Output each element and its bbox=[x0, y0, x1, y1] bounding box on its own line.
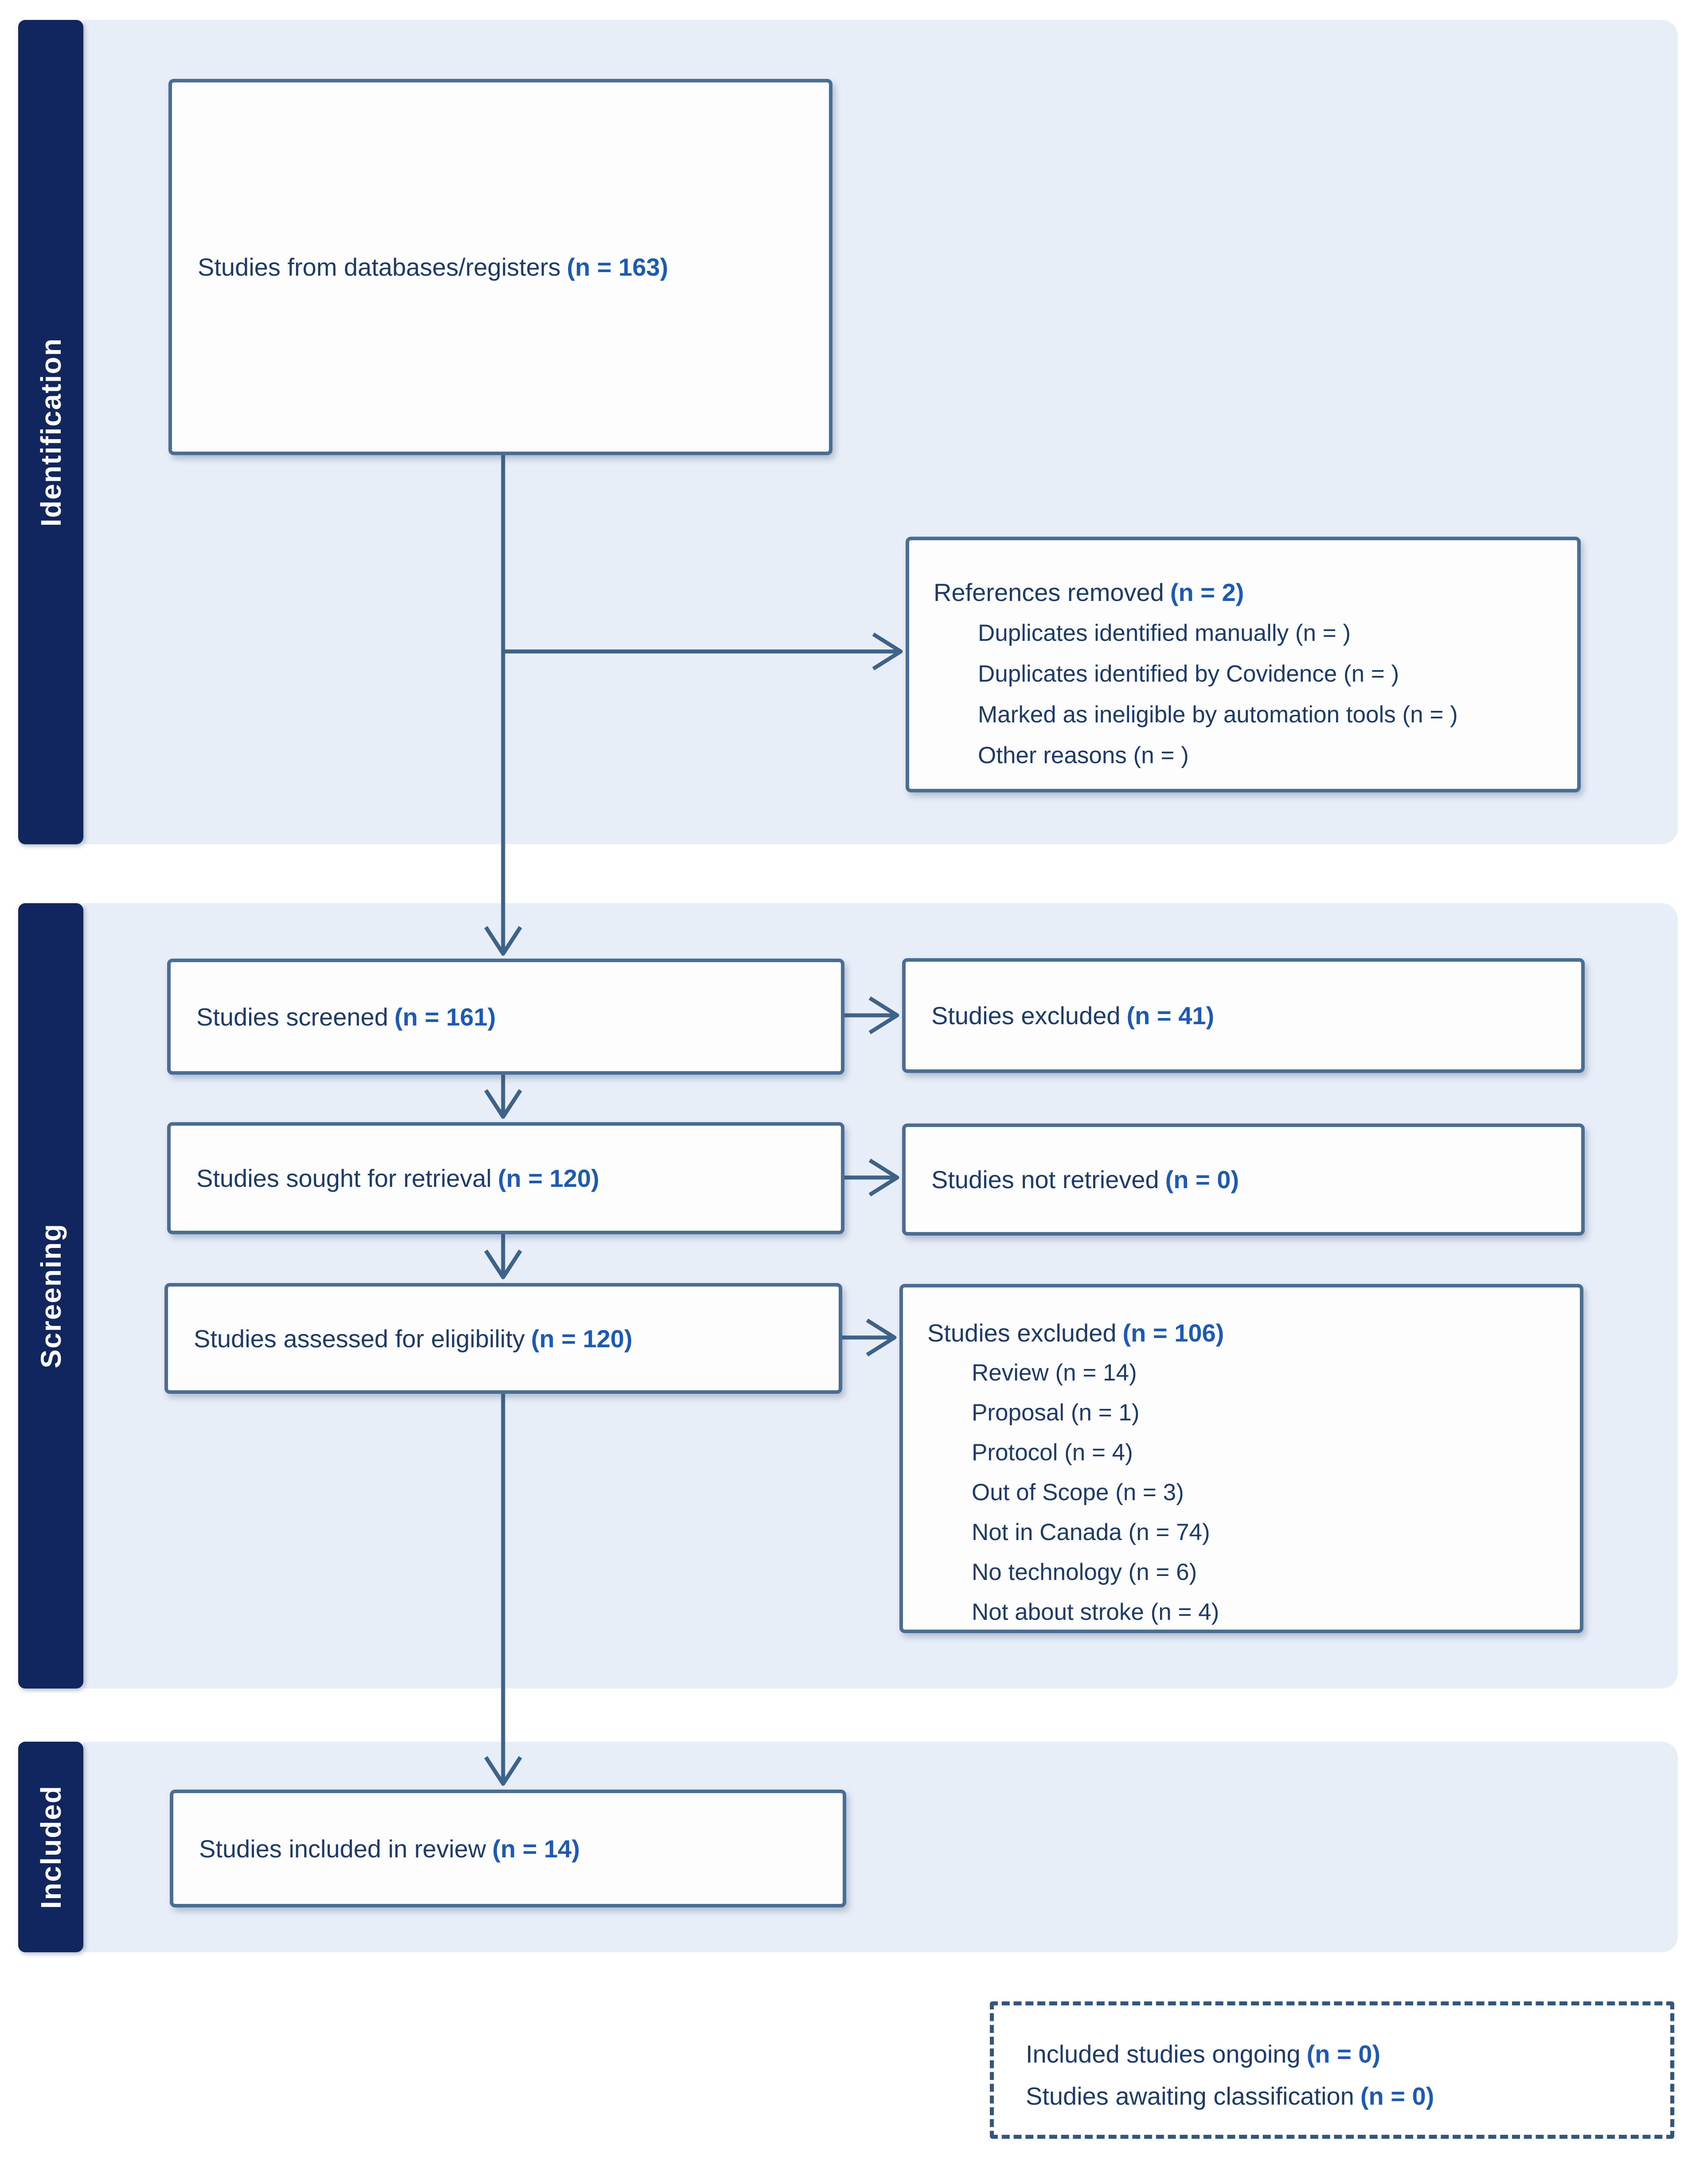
box-heading: References removed(n = 2) bbox=[934, 572, 1564, 613]
box-label: Studies excluded bbox=[927, 1319, 1117, 1347]
reason-item: No technology (n = 6) bbox=[972, 1559, 1197, 1585]
reason-item: Marked as ineligible by automation tools… bbox=[978, 702, 1458, 728]
box-label: Studies not retrieved bbox=[931, 1166, 1159, 1193]
box-count: (n = 0) bbox=[1360, 2082, 1434, 2110]
box-studies-not-retrieved: Studies not retrieved(n = 0) bbox=[902, 1123, 1585, 1236]
box-references-removed: References removed(n = 2) Duplicates ide… bbox=[906, 537, 1581, 792]
arrowhead-down-3 bbox=[484, 1249, 522, 1279]
box-label: Studies from databases/registers bbox=[198, 253, 561, 281]
reason-item: Other reasons (n = ) bbox=[978, 742, 1189, 768]
reason-item: Review (n = 14) bbox=[972, 1360, 1137, 1386]
reason-item: Out of Scope (n = 3) bbox=[972, 1479, 1184, 1505]
stage-bar-identification: Identification bbox=[18, 20, 83, 844]
box-count: (n = 2) bbox=[1170, 578, 1244, 606]
box-studies-assessed-eligibility: Studies assessed for eligibility(n = 120… bbox=[164, 1283, 842, 1394]
reason-item: Proposal (n = 1) bbox=[972, 1400, 1140, 1426]
box-studies-screened: Studies screened(n = 161) bbox=[167, 959, 844, 1075]
reason-item: Duplicates identified by Covidence (n = … bbox=[978, 661, 1399, 687]
stage-bar-included: Included bbox=[18, 1742, 83, 1952]
reason-item: Duplicates identified manually (n = ) bbox=[978, 620, 1351, 646]
box-count: (n = 0) bbox=[1306, 2040, 1381, 2068]
reason-item: Not in Canada (n = 74) bbox=[972, 1519, 1210, 1545]
stage-bar-screening: Screening bbox=[18, 903, 83, 1689]
box-label: Studies excluded bbox=[931, 1002, 1121, 1030]
box-count: (n = 163) bbox=[567, 253, 668, 281]
arrowhead-down-2 bbox=[484, 1089, 522, 1119]
arrowhead-right-4 bbox=[866, 1318, 897, 1357]
box-count: (n = 106) bbox=[1122, 1319, 1224, 1347]
arrowhead-right-1 bbox=[872, 632, 903, 671]
box-heading: Studies excluded(n = 106) bbox=[927, 1313, 1567, 1353]
box-studies-included-review: Studies included in review(n = 14) bbox=[170, 1790, 846, 1907]
box-count: (n = 0) bbox=[1165, 1166, 1239, 1193]
awaiting-line: Studies awaiting classification(n = 0) bbox=[1026, 2075, 1657, 2117]
box-studies-excluded-eligibility: Studies excluded(n = 106) Review (n = 14… bbox=[899, 1284, 1583, 1633]
box-count: (n = 41) bbox=[1126, 1002, 1215, 1030]
box-studies-from-databases: Studies from databases/registers(n = 163… bbox=[168, 79, 832, 455]
box-count: (n = 161) bbox=[394, 1002, 496, 1031]
box-count: (n = 120) bbox=[531, 1324, 633, 1353]
arrowhead-down-1 bbox=[484, 926, 522, 956]
reason-item: Protocol (n = 4) bbox=[972, 1439, 1133, 1466]
box-studies-sought-retrieval: Studies sought for retrieval(n = 120) bbox=[167, 1122, 844, 1234]
box-count: (n = 120) bbox=[498, 1164, 599, 1192]
box-label: Studies included in review bbox=[199, 1834, 486, 1863]
box-studies-excluded-screening: Studies excluded(n = 41) bbox=[902, 958, 1585, 1073]
ongoing-line: Included studies ongoing(n = 0) bbox=[1026, 2033, 1657, 2075]
reason-item: Not about stroke (n = 4) bbox=[972, 1599, 1219, 1625]
box-label: References removed bbox=[934, 578, 1164, 606]
arrowhead-right-2 bbox=[868, 996, 899, 1034]
box-count: (n = 14) bbox=[492, 1834, 580, 1863]
box-label: Studies screened bbox=[196, 1002, 388, 1031]
box-label: Included studies ongoing bbox=[1026, 2040, 1301, 2068]
box-label: Studies sought for retrieval bbox=[196, 1164, 492, 1192]
box-label: Studies awaiting classification bbox=[1026, 2082, 1354, 2110]
box-label: Studies assessed for eligibility bbox=[194, 1324, 525, 1353]
arrowhead-down-4 bbox=[484, 1756, 522, 1786]
arrowhead-right-3 bbox=[868, 1158, 899, 1197]
box-ongoing-awaiting: Included studies ongoing(n = 0) Studies … bbox=[990, 2001, 1674, 2139]
